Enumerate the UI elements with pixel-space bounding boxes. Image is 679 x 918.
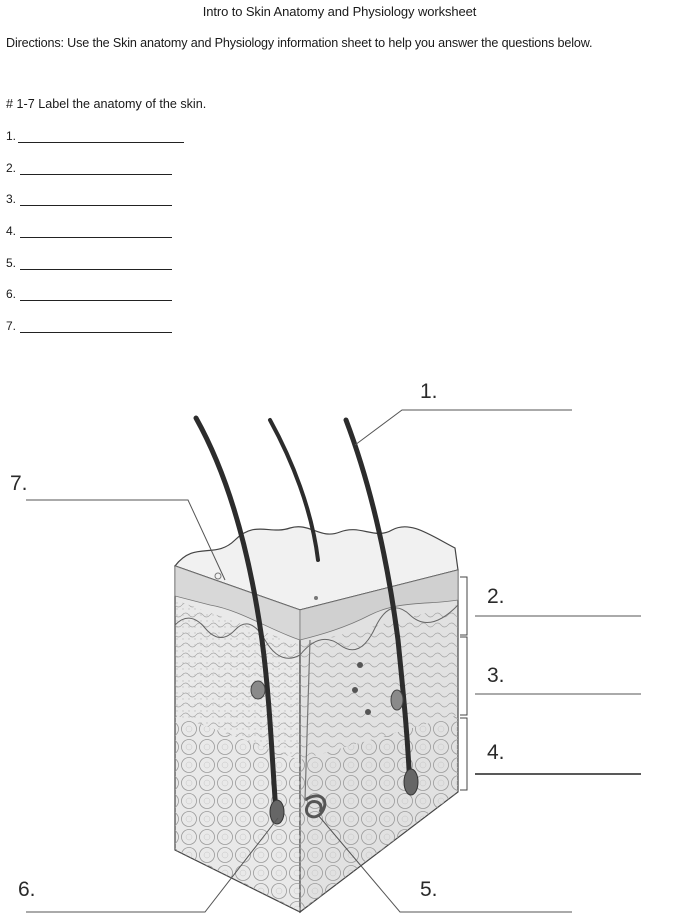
section-heading: # 1-7 Label the anatomy of the skin. xyxy=(6,97,207,111)
answer-blank-3[interactable] xyxy=(20,205,172,207)
diagram-label-1: 1. xyxy=(420,380,438,403)
diagram-label-2: 2. xyxy=(487,585,505,608)
diagram-label-7: 7. xyxy=(10,472,28,495)
answer-blank-2[interactable] xyxy=(20,173,172,175)
skin-diagram xyxy=(26,409,641,914)
answer-number: 3. xyxy=(6,192,17,207)
diagram-label-5: 5. xyxy=(420,878,438,901)
answer-number: 5. xyxy=(6,255,17,270)
answer-number: 1. xyxy=(6,129,17,143)
pointer-7 xyxy=(26,499,226,581)
pointer-1 xyxy=(354,409,572,446)
directions-text: Directions: Use the Skin anatomy and Phy… xyxy=(6,36,593,50)
worksheet-title: Intro to Skin Anatomy and Physiology wor… xyxy=(202,4,477,19)
answer-number: 6. xyxy=(6,287,17,302)
answer-number: 2. xyxy=(6,160,17,175)
diagram-label-6: 6. xyxy=(18,878,36,901)
hair-right xyxy=(343,417,413,793)
pointer-5 xyxy=(317,814,572,913)
answer-blank-7[interactable] xyxy=(20,332,172,334)
bracket-2 xyxy=(460,576,468,636)
bracket-4 xyxy=(460,717,468,791)
pointer-6 xyxy=(26,817,279,913)
bracket-3 xyxy=(460,636,468,716)
answer-blank-5[interactable] xyxy=(20,268,172,270)
answer-blank-4[interactable] xyxy=(20,237,172,239)
answer-blank-6[interactable] xyxy=(20,300,172,302)
hair-left xyxy=(193,415,279,815)
answer-number: 4. xyxy=(6,224,17,239)
diagram-label-4: 4. xyxy=(487,741,505,764)
answer-blank-1[interactable] xyxy=(18,142,184,143)
diagram-label-3: 3. xyxy=(487,664,505,687)
hair-middle xyxy=(268,418,320,562)
answer-number: 7. xyxy=(6,319,17,334)
